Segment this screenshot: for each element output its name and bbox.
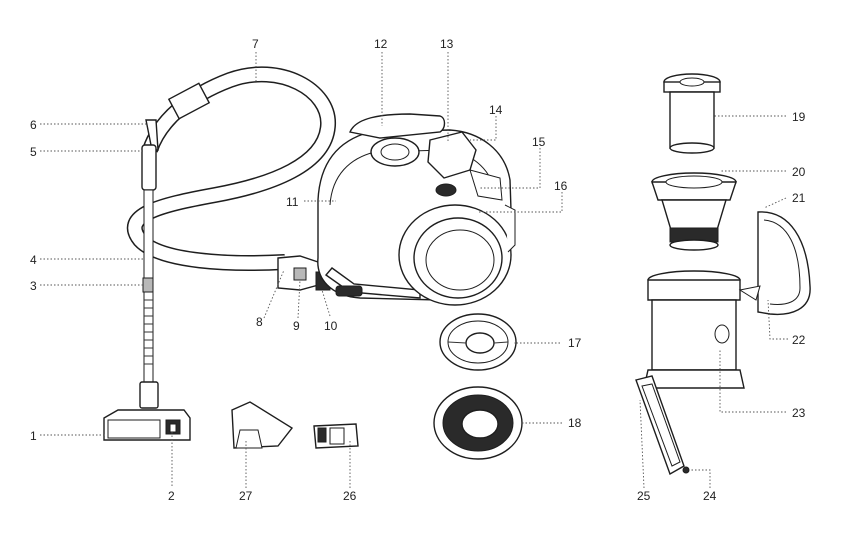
callout-1: 1 [30, 429, 37, 443]
callout-19: 19 [792, 110, 806, 124]
exhaust-grille [439, 313, 517, 371]
lower-tube [143, 291, 154, 383]
tube-button [142, 277, 154, 293]
cyclone-filter [663, 73, 721, 154]
callout-13: 13 [440, 37, 454, 51]
leader-lines [40, 52, 788, 489]
hose-handle-tip [145, 119, 159, 151]
callout-7: 7 [252, 37, 259, 51]
hose-assembly [126, 66, 336, 271]
callout-6: 6 [30, 118, 37, 132]
callout-21: 21 [792, 191, 806, 205]
callout-labels: 1 2 3 4 5 6 7 8 9 10 11 12 13 14 15 16 1… [30, 37, 806, 503]
bin-handle [757, 211, 811, 316]
callout-16: 16 [554, 179, 568, 193]
callout-23: 23 [792, 406, 806, 420]
callout-4: 4 [30, 253, 37, 267]
upholstery-tool [231, 401, 294, 449]
callout-22: 22 [792, 333, 806, 347]
callout-15: 15 [532, 135, 546, 149]
main-body [277, 113, 516, 306]
callout-9: 9 [293, 319, 300, 333]
cyclone-separator [651, 172, 737, 251]
callout-20: 20 [792, 165, 806, 179]
callout-17: 17 [568, 336, 582, 350]
callout-3: 3 [30, 279, 37, 293]
callout-24: 24 [703, 489, 717, 503]
callout-14: 14 [489, 103, 503, 117]
handle [141, 144, 157, 191]
floor-nozzle [103, 381, 191, 441]
callout-8: 8 [256, 315, 263, 329]
callout-27: 27 [239, 489, 253, 503]
crevice-tool [313, 423, 359, 449]
carry-handle [349, 113, 446, 139]
dust-bin [643, 270, 761, 389]
callout-10: 10 [324, 319, 338, 333]
callout-18: 18 [568, 416, 582, 430]
inlet-latch [293, 267, 307, 281]
power-button [435, 183, 457, 197]
callout-11: 11 [286, 195, 299, 209]
callout-26: 26 [343, 489, 357, 503]
callout-12: 12 [374, 37, 388, 51]
callout-25: 25 [637, 489, 651, 503]
hepa-filter [433, 386, 523, 460]
bin-bottom-lid [635, 375, 690, 476]
callout-5: 5 [30, 145, 37, 159]
callout-2: 2 [168, 489, 175, 503]
tube-ribs [144, 299, 153, 365]
hose-clip [167, 82, 211, 120]
upper-tube [143, 189, 154, 281]
